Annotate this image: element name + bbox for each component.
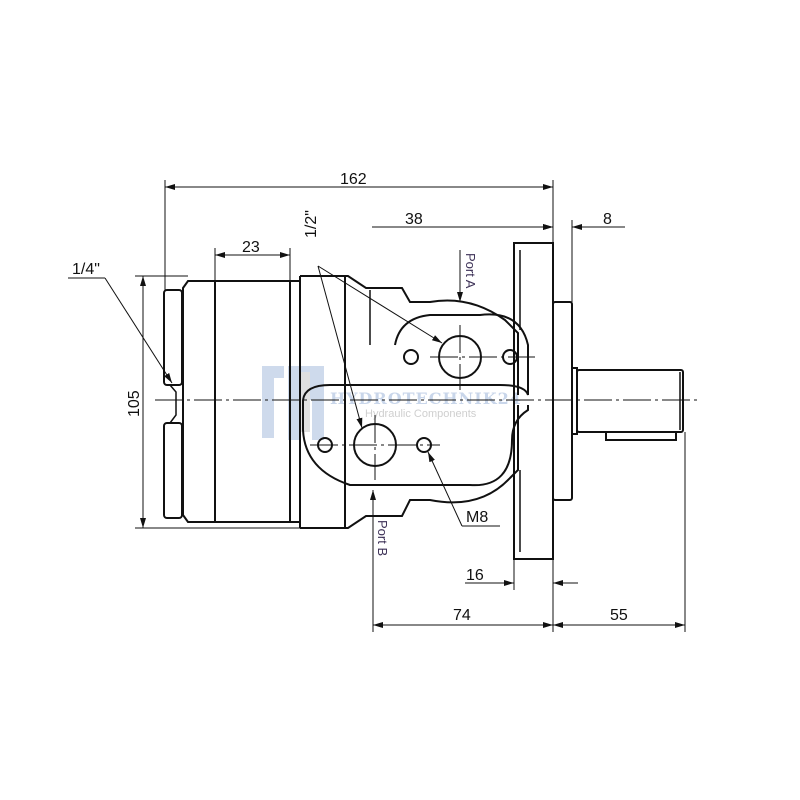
watermark-brand: HYDROTECHNIK24 bbox=[330, 389, 522, 408]
dim-flange-thickness: 16 bbox=[466, 567, 484, 584]
dim-pilot-length: 8 bbox=[603, 211, 612, 228]
rear-body bbox=[182, 280, 301, 523]
dim-rear-cap-width: 23 bbox=[242, 239, 260, 256]
watermark-tagline: Hydraulic Components bbox=[365, 408, 477, 420]
callout-main-ports: 1/2" bbox=[303, 210, 320, 238]
port-b-boss bbox=[302, 400, 529, 487]
shaft-key bbox=[605, 431, 677, 441]
port-a-boss bbox=[302, 313, 529, 401]
dim-height: 105 bbox=[126, 390, 143, 417]
output-shaft bbox=[576, 369, 684, 433]
pilot bbox=[552, 301, 573, 501]
centerlines bbox=[155, 325, 700, 480]
dim-shaft-length: 55 bbox=[610, 607, 628, 624]
label-port-b: Port B bbox=[375, 520, 390, 556]
callout-mount-thread: M8 bbox=[466, 509, 488, 526]
housing-bottom bbox=[300, 405, 519, 529]
dim-port-a-offset: 38 bbox=[405, 211, 423, 228]
callout-drain-port: 1/4" bbox=[72, 261, 100, 278]
dim-overall-length: 162 bbox=[340, 171, 367, 188]
dimension-lines bbox=[68, 180, 686, 632]
watermark-logo bbox=[262, 366, 324, 440]
housing-top bbox=[300, 275, 519, 395]
rear-cap-upper bbox=[163, 289, 183, 386]
label-port-a: Port A bbox=[463, 253, 478, 289]
bolt-hole bbox=[403, 349, 419, 365]
motor-outline bbox=[163, 242, 684, 560]
rear-cap-lower bbox=[163, 422, 183, 519]
dim-port-to-flange: 74 bbox=[453, 607, 471, 624]
